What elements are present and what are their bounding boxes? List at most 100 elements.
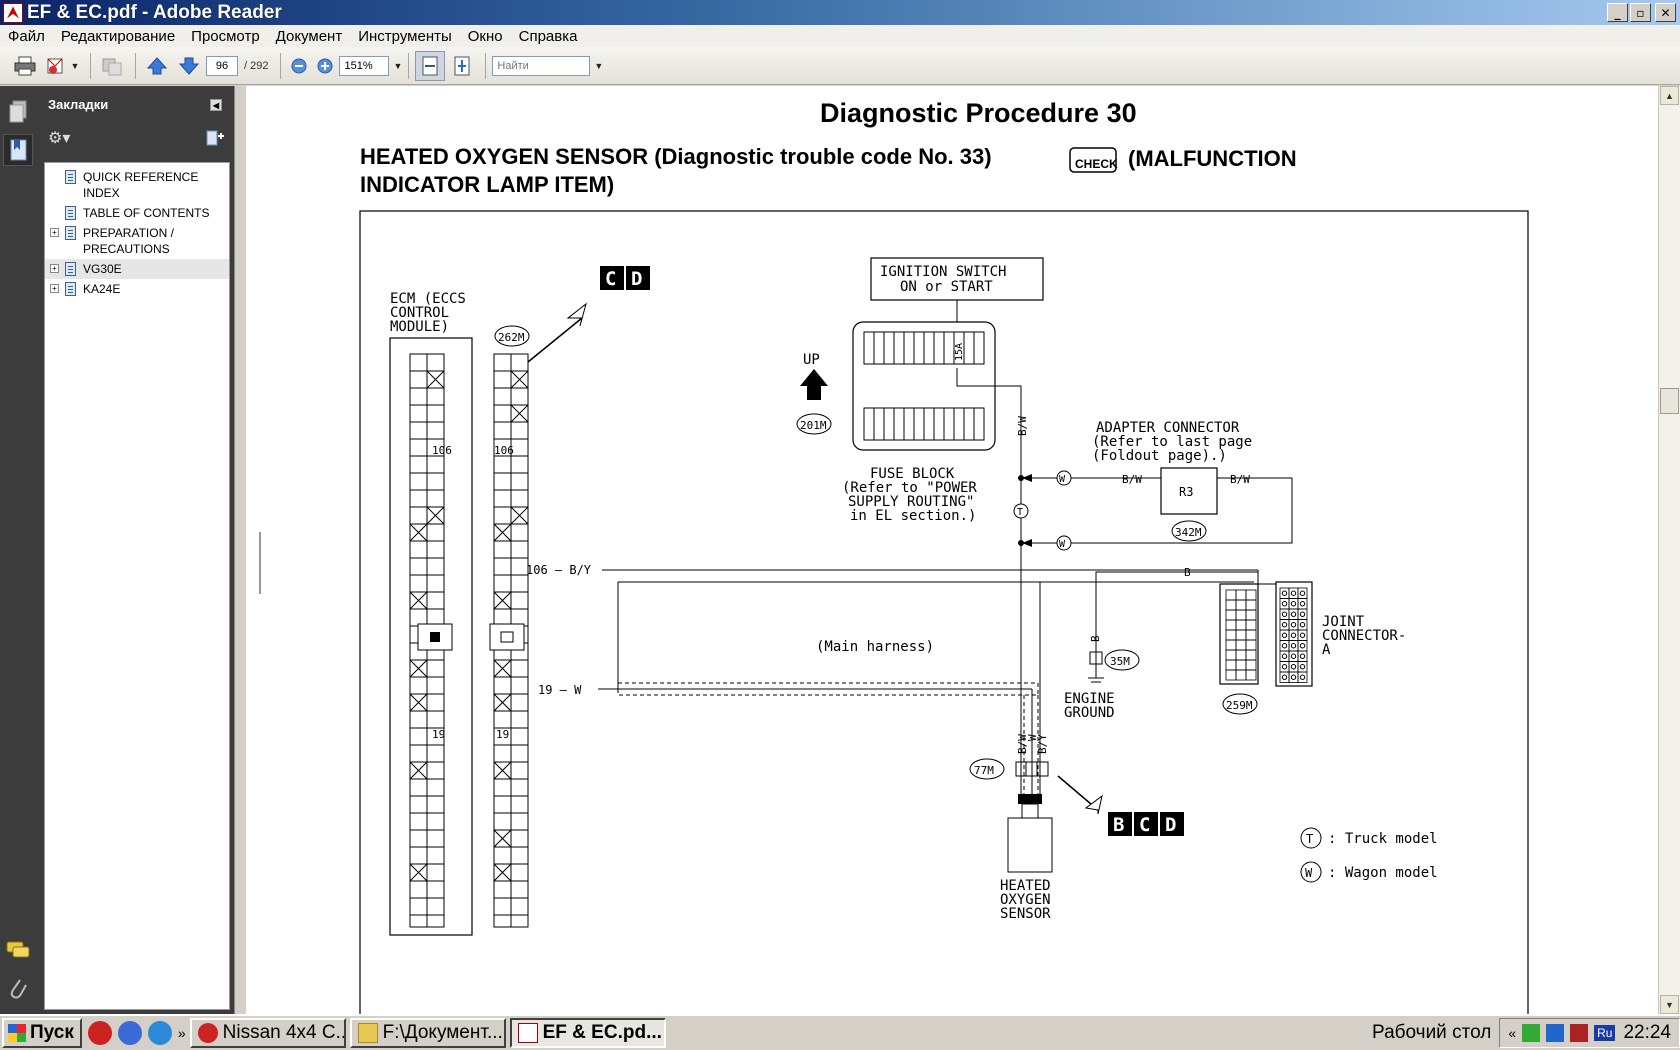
menu-window[interactable]: Окно [467,27,503,45]
task-folder[interactable]: F:\Документ... [349,1018,506,1048]
comments-panel-button[interactable] [6,938,30,962]
navigation-pane-strip [0,86,36,1014]
task-nissan[interactable]: Nissan 4x4 C... [189,1018,346,1048]
arrow-down-icon [178,57,200,75]
fuse-block-upper [863,331,985,365]
zoom-dropdown-icon[interactable]: ▼ [393,60,403,71]
page-heading: Diagnostic Procedure 30 [820,98,1137,128]
bookmark-label: KA24E [83,282,121,296]
ecm-label-3: MODULE) [390,319,449,335]
page-number-input[interactable]: 96 [206,55,238,76]
next-page-button[interactable] [174,51,204,81]
document-view[interactable]: Diagnostic Procedure 30 HEATED OXYGEN SE… [246,86,1658,1014]
sensor-label-2: OXYGEN [1000,892,1051,908]
start-label: Пуск [30,1022,74,1043]
options-gear-icon[interactable]: ⚙▾ [48,130,71,147]
fuse-block-lower [863,407,985,441]
fit-page-button[interactable] [447,51,477,81]
collapse-panel-button[interactable]: ◀ [210,99,222,111]
bookmark-tree: QUICK REFERENCE INDEX TABLE OF CONTENTS … [44,162,230,1010]
bluetooth-icon[interactable] [1546,1024,1565,1042]
start-button[interactable]: Пуск [2,1018,82,1048]
expand-plus-icon[interactable]: + [50,228,59,237]
bookmarks-panel-button[interactable] [3,134,33,166]
bookmark-label: VG30E [83,262,122,276]
engine-ground-1: ENGINE [1064,691,1115,707]
antivirus-icon[interactable] [1570,1024,1589,1042]
adobe-reader-icon [3,2,23,23]
menu-edit[interactable]: Редактирование [60,27,176,45]
bookmark-table-of-contents[interactable]: TABLE OF CONTENTS [45,203,229,223]
desktop-toolbar-label[interactable]: Рабочий стол [1372,1022,1492,1043]
task-label: EF & EC.pd... [542,1022,662,1043]
menu-file[interactable]: Файл [8,27,45,45]
ref-box-c: C [605,268,616,290]
panel-splitter[interactable] [234,86,246,1014]
zoom-out-button[interactable] [287,51,311,81]
menu-tools[interactable]: Инструменты [358,27,452,45]
attachments-panel-button[interactable] [6,976,30,1000]
zoom-in-button[interactable] [313,51,337,81]
ecm-label-1: ECM (ECCS [390,291,466,307]
menu-document[interactable]: Документ [275,27,343,45]
new-bookmark-icon[interactable] [206,130,224,146]
expand-plus-icon[interactable]: + [50,264,59,273]
menu-view[interactable]: Просмотр [191,27,260,45]
bookmark-page-icon [65,282,76,296]
ie-quicklaunch-icon[interactable] [147,1021,172,1045]
folder-icon [357,1023,378,1043]
print-button[interactable] [10,51,40,81]
bookmark-preparation[interactable]: + PREPARATION / PRECAUTIONS [45,223,229,259]
bookmark-quick-reference[interactable]: QUICK REFERENCE INDEX [45,167,229,203]
bookmark-ka24e[interactable]: + KA24E [45,279,229,299]
bookmark-label: PREPARATION / PRECAUTIONS [83,226,174,256]
system-tray: « Ru 22:24 [1499,1018,1680,1048]
comment-bubble-icon [6,941,30,958]
email-button[interactable]: ▼ [42,51,82,81]
ecm-label-2: CONTROL [390,305,449,321]
bookmarks-title: Закладки [48,96,109,112]
document-page: Diagnostic Procedure 30 HEATED OXYGEN SE… [259,98,1529,1014]
scroll-down-button[interactable]: ▼ [1660,995,1679,1014]
bookmark-label: QUICK REFERENCE INDEX [83,170,199,200]
quicklaunch-more-icon[interactable]: » [177,1025,186,1041]
sensor-label-1: HEATED [1000,878,1051,894]
page-total: / 292 [244,59,269,72]
zoom-level-select[interactable]: 151% [339,55,390,76]
tray-expand-icon[interactable]: « [1508,1025,1517,1041]
printer-icon [14,56,36,75]
connector-77m: 77M [974,764,994,777]
ref-box-c2: C [1139,814,1150,836]
language-indicator[interactable]: Ru [1594,1025,1616,1041]
bookmark-vg30e[interactable]: + VG30E [45,259,229,279]
pages-panel-button[interactable] [6,100,30,124]
legend-w-symbol: W [1305,866,1313,880]
page-title-line1: HEATED OXYGEN SENSOR (Diagnostic trouble… [360,144,992,169]
vertical-scrollbar[interactable]: ▲ ▼ [1658,86,1680,1014]
menu-help[interactable]: Справка [518,27,578,45]
search-input[interactable] [492,55,591,76]
menu-bar: Файл Редактирование Просмотр Документ Ин… [0,25,1680,47]
ignition-label-2: ON or START [900,279,993,295]
minimize-button[interactable]: _ [1607,3,1628,22]
close-button[interactable]: ✕ [1655,3,1676,22]
prev-page-button[interactable] [142,51,172,81]
opera-quicklaunch-icon[interactable] [87,1021,112,1045]
restore-button[interactable]: ▫ [1630,3,1651,22]
expand-plus-icon[interactable]: + [50,284,59,293]
scroll-thumb[interactable] [1660,388,1679,414]
fuse-15a: 15A [954,343,965,361]
browser-quicklaunch-icon[interactable] [117,1021,142,1045]
connector-262m: 262M [498,331,525,344]
scrolling-mode-button[interactable] [415,50,446,81]
line-19-label: 19 — W [538,683,582,697]
marker-t: T [1017,507,1023,518]
search-options-icon[interactable]: ▼ [594,60,604,71]
collaborate-button[interactable] [97,51,127,81]
scroll-up-button[interactable]: ▲ [1660,86,1679,105]
adapter-label-2: (Refer to last page [1092,434,1252,450]
task-adobe-reader[interactable]: EF & EC.pd... [509,1018,666,1048]
bookmark-label: TABLE OF CONTENTS [83,206,210,220]
ref-box-d: D [631,268,642,290]
network-icon[interactable] [1522,1024,1541,1042]
